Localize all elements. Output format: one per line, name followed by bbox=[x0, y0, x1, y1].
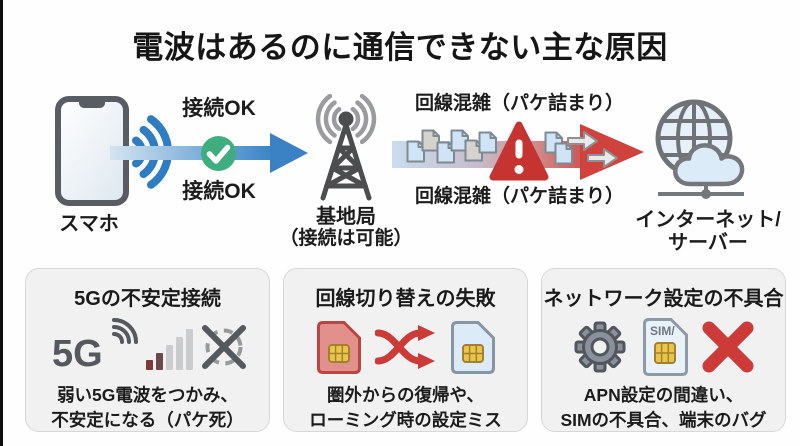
card-line-switch-failure: 回線切り替えの失敗 bbox=[283, 268, 528, 432]
internet-label-line2: サーバー bbox=[668, 232, 748, 254]
congestion-label-top: 回線混雑（パケ詰まり） bbox=[415, 93, 625, 114]
base-station-icon bbox=[296, 94, 396, 206]
base-station-label: 基地局 bbox=[316, 206, 376, 228]
page-title: 電波はあるのに通信できない主な原因 bbox=[132, 30, 668, 65]
card-network-settings-problem: ネットワーク設定の不具合 SIM/ bbox=[541, 268, 786, 432]
cloud-icon bbox=[673, 143, 745, 187]
card-title: 5Gの不安定接続 bbox=[74, 288, 221, 310]
card-icons: 5G bbox=[26, 316, 269, 378]
checkmark-icon bbox=[200, 135, 237, 172]
card-description: APN設定の間違い、 SIMの不具合、端末のバグ bbox=[560, 385, 767, 430]
no-signal-icon bbox=[201, 325, 246, 369]
connection-ok-label-bottom: 接続OK bbox=[182, 180, 256, 203]
internet-globe-icon bbox=[650, 92, 750, 200]
connection-ok-label-top: 接続OK bbox=[182, 97, 256, 120]
card-description: 圏外からの復帰や、 ローミング時の設定ミス bbox=[309, 385, 502, 430]
5g-text: 5G bbox=[52, 333, 103, 375]
left-edge-artifact bbox=[0, 0, 3, 446]
sim-card-red-icon bbox=[316, 320, 361, 374]
sim-text: SIM/ bbox=[650, 324, 675, 338]
card-title: 回線切り替えの失敗 bbox=[315, 288, 496, 310]
card-5g-instability: 5Gの不安定接続 5G bbox=[25, 268, 270, 432]
card-description: 弱い5G電波をつかみ、 不安定になる（パケ死） bbox=[51, 385, 244, 430]
card-title: ネットワーク設定の不具合 bbox=[543, 288, 784, 310]
shuffle-arrows-icon bbox=[374, 325, 435, 369]
congestion-arrow bbox=[392, 118, 650, 186]
5g-weak-signal-icon: 5G bbox=[52, 318, 246, 375]
signal-bars-icon bbox=[145, 329, 193, 370]
base-station-note: （接続は可能） bbox=[279, 228, 413, 249]
5g-waves-icon bbox=[111, 318, 138, 344]
x-mark-icon bbox=[702, 321, 754, 373]
smartphone-label: スマホ bbox=[59, 213, 119, 235]
sim-card-blue-icon bbox=[450, 320, 495, 374]
internet-label-line1: インターネット/ bbox=[635, 209, 781, 231]
card-icons bbox=[284, 316, 527, 378]
card-icons: SIM/ bbox=[542, 316, 785, 378]
sim-card-settings-icon: SIM/ bbox=[643, 318, 688, 376]
congestion-label-bottom: 回線混雑（パケ詰まり） bbox=[415, 186, 625, 207]
warning-triangle-icon bbox=[489, 121, 549, 181]
gear-icon bbox=[574, 321, 626, 373]
